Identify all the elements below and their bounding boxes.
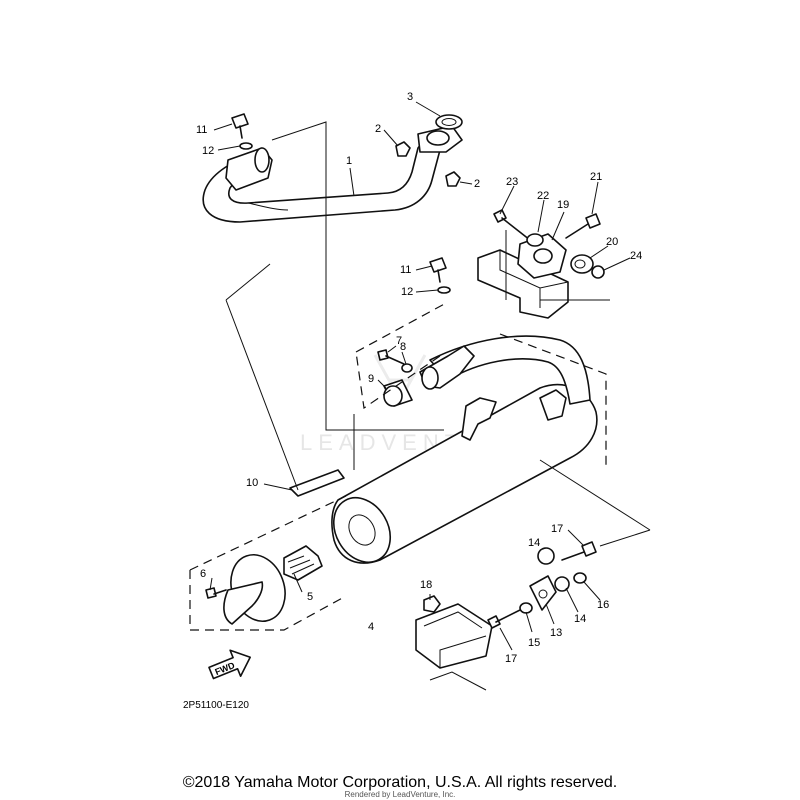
bolt-7 (377, 349, 405, 365)
callout-13: 13 (550, 627, 562, 639)
washer-22 (526, 233, 544, 247)
callout-2-right: 2 (474, 178, 480, 190)
callout-10: 10 (246, 477, 258, 489)
diagram-reference-code: 2P51100-E120 (183, 700, 249, 711)
muffler (331, 383, 598, 564)
collar-14-upper (537, 547, 555, 565)
pipe-clamp (225, 147, 273, 191)
callout-24: 24 (630, 250, 642, 262)
damper-20 (570, 254, 594, 274)
callout-15: 15 (528, 637, 540, 649)
clamp-bolt-upper (231, 113, 249, 139)
callout-2-upper: 2 (375, 123, 381, 135)
flange-nut-left (395, 141, 411, 157)
muffler-clamp (419, 345, 475, 390)
callout-9: 9 (368, 373, 374, 385)
clamp-washer-upper (239, 142, 253, 150)
collar-24 (591, 265, 605, 279)
callout-8: 8 (400, 341, 406, 353)
callout-16: 16 (597, 599, 609, 611)
callout-14-lower: 14 (574, 613, 586, 625)
damper-13 (529, 575, 557, 611)
callout-19: 19 (557, 199, 569, 211)
callout-1: 1 (346, 155, 352, 167)
flange-nut-right (445, 171, 461, 187)
pipe-outline-guide (225, 121, 444, 491)
callout-11-lower: 11 (400, 264, 411, 276)
pipe-flange (417, 125, 463, 153)
callout-labels: 1 2 2 3 4 5 6 7 8 9 10 11 11 12 12 13 14… (196, 91, 642, 665)
callout-12-upper: 12 (202, 145, 214, 157)
callout-21: 21 (590, 171, 602, 183)
callout-18: 18 (420, 579, 432, 591)
exhaust-gasket (435, 114, 463, 130)
leader-lines (209, 101, 631, 651)
washer-8 (401, 363, 413, 373)
washer-15 (519, 602, 533, 614)
rendered-by-notice: Rendered by LeadVenture, Inc. (344, 790, 456, 799)
washer-16 (573, 572, 587, 584)
bolt-17-upper (561, 541, 597, 561)
frame-mount-lower (415, 603, 493, 691)
bolt-17-lower (487, 607, 525, 629)
bracket-10 (289, 469, 345, 497)
callout-6: 6 (200, 568, 206, 580)
screw-6 (205, 587, 227, 599)
callout-3: 3 (407, 91, 413, 103)
copyright-notice: ©2018 Yamaha Motor Corporation, U.S.A. A… (182, 774, 618, 791)
spark-arrester (283, 545, 323, 581)
callout-5: 5 (307, 591, 313, 603)
callout-22: 22 (537, 190, 549, 202)
nut-18 (423, 595, 441, 613)
callout-17-upper: 17 (551, 523, 563, 535)
muffler-assembly-boundary (189, 301, 607, 631)
bolt-21 (565, 213, 601, 239)
callout-11-upper: 11 (196, 124, 207, 136)
bolt-23 (493, 209, 531, 241)
collar-14-lower (554, 576, 570, 592)
callout-23: 23 (506, 176, 518, 188)
bracket-guide (505, 230, 651, 547)
clamp-bolt-lower (429, 257, 447, 283)
callout-20: 20 (606, 236, 618, 248)
callout-14-upper: 14 (528, 537, 540, 549)
callout-4: 4 (368, 621, 374, 633)
forward-arrow-icon: FWD (208, 649, 251, 680)
callout-12-lower: 12 (401, 286, 413, 298)
callout-7: 7 (396, 335, 402, 347)
tail-pipe-end (223, 554, 286, 625)
callout-17-lower: 17 (505, 653, 517, 665)
clamp-washer-lower (437, 286, 451, 294)
